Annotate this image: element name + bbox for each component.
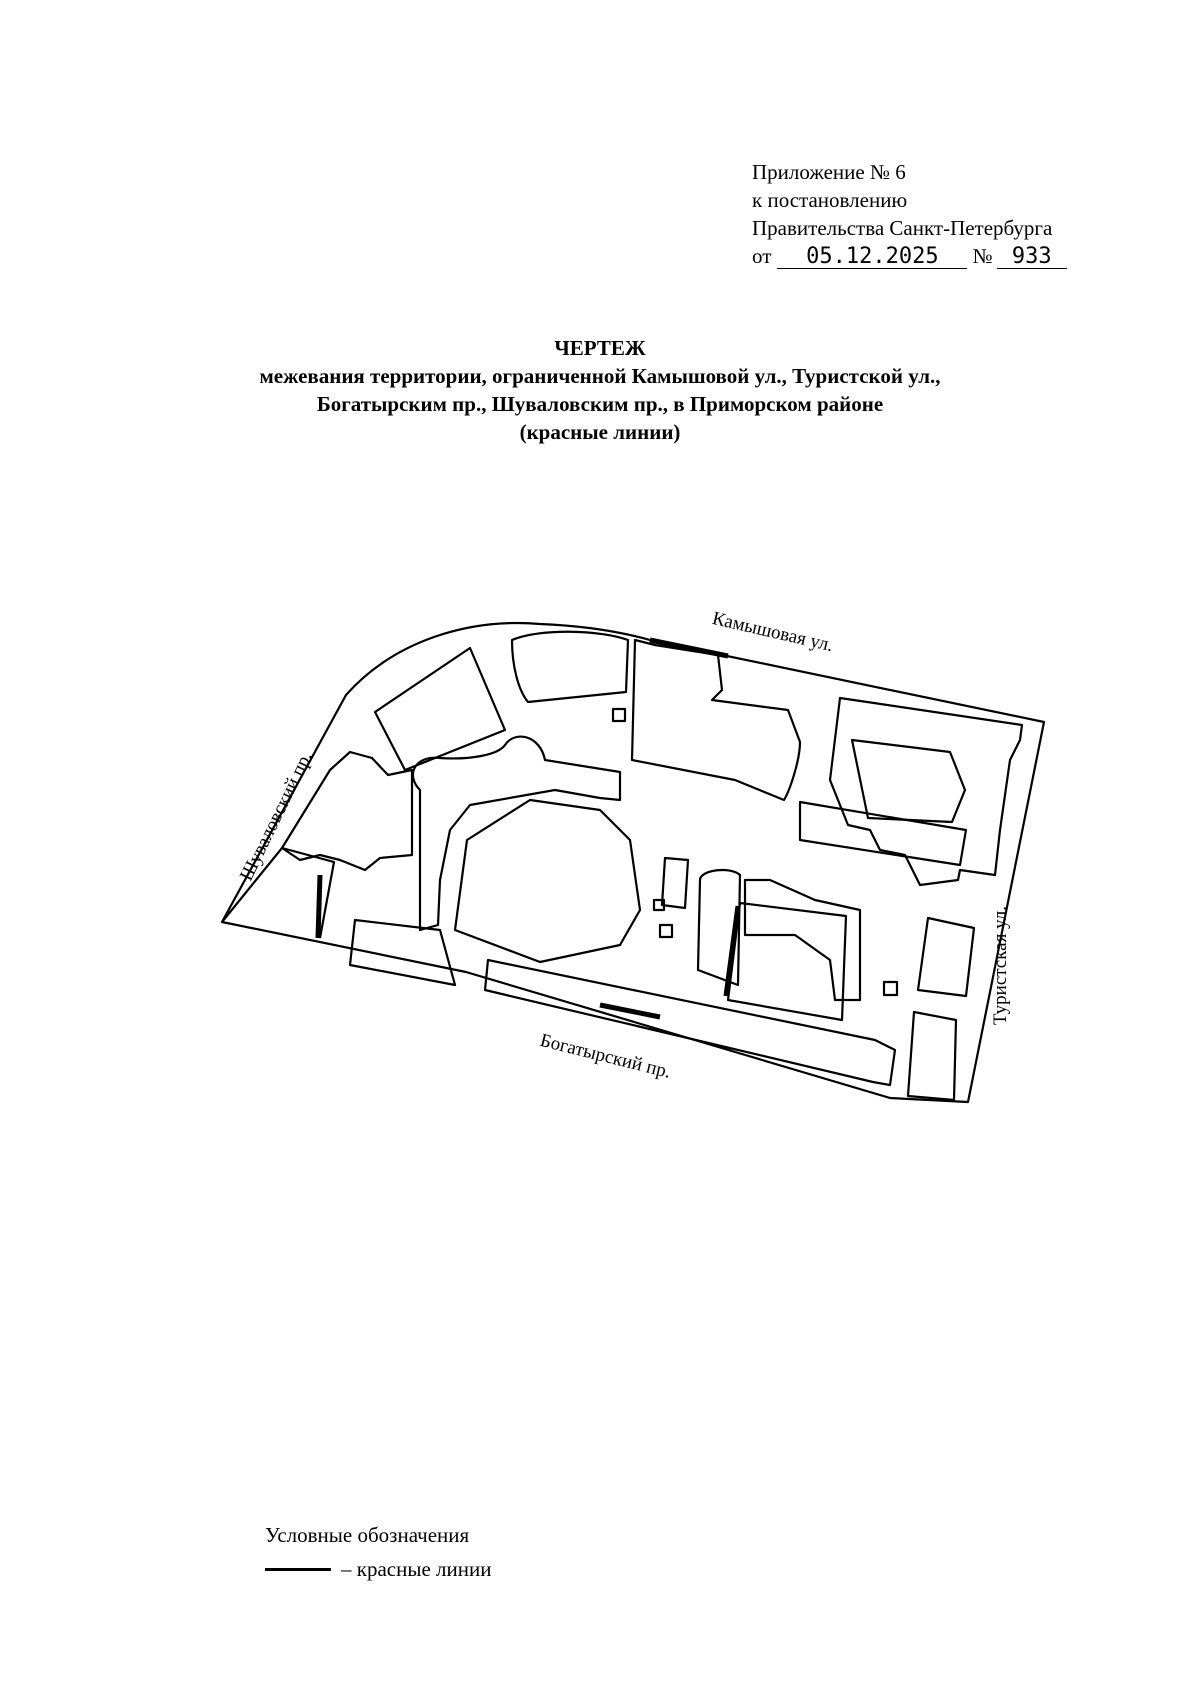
appendix-line-2: к постановлению (752, 188, 908, 212)
date-prefix: от (752, 244, 772, 268)
appendix-line-3: Правительства Санкт-Петербурга (752, 216, 1053, 240)
appendix-block: Приложение № 6 к постановлению Правитель… (752, 158, 1112, 270)
parcel-o (280, 750, 414, 872)
legend-item-red-lines: – красные линии (265, 1552, 491, 1586)
title-line-1: межевания территории, ограниченной Камыш… (259, 364, 941, 388)
parcel-h (453, 798, 642, 964)
red-line-symbol (265, 1567, 331, 1571)
small-square-4 (882, 980, 899, 997)
number-prefix: № (972, 244, 993, 268)
parcel-a (373, 646, 507, 772)
parcel-i (660, 856, 690, 910)
small-square-3 (658, 923, 674, 939)
legend-red-lines-label: – красные линии (341, 1557, 492, 1581)
parcel-shuv-triangle (221, 846, 336, 939)
red-line-2 (315, 874, 323, 939)
appendix-line-1: Приложение № 6 (752, 160, 906, 184)
red-line-3 (723, 905, 741, 997)
parcel-g (411, 735, 622, 932)
street-label-turistskaya: Туристская ул. (990, 906, 1011, 1025)
legend-heading: Условные обозначения (265, 1523, 470, 1547)
parcel-m (916, 916, 976, 998)
parcel-p (348, 918, 457, 987)
parcel-c (630, 638, 802, 802)
red-line-1 (649, 637, 729, 659)
parcel-b (510, 630, 630, 704)
red-line-4 (599, 1002, 661, 1020)
parcel-d (828, 696, 1024, 887)
decree-date: 05.12.2025 (777, 246, 968, 269)
title-line-3: (красные линии) (519, 420, 681, 444)
parcel-n (906, 1010, 958, 1102)
parcel-k (743, 878, 862, 1002)
parcel-e (850, 738, 967, 824)
decree-number: 933 (996, 246, 1067, 269)
parcel-f (798, 800, 968, 867)
title-heading: ЧЕРТЕЖ (554, 336, 646, 360)
parcel-q (483, 958, 897, 1087)
title-line-2: Богатырским пр., Шуваловским пр., в Прим… (316, 392, 884, 416)
territory-boundary (220, 622, 1046, 1104)
map-legend: Условные обозначения – красные линии (265, 1518, 491, 1586)
small-square-1 (611, 707, 627, 723)
small-square-2 (652, 898, 666, 912)
parcel-j (696, 868, 742, 987)
drawing-title: ЧЕРТЕЖ межевания территории, ограниченно… (200, 334, 1000, 446)
